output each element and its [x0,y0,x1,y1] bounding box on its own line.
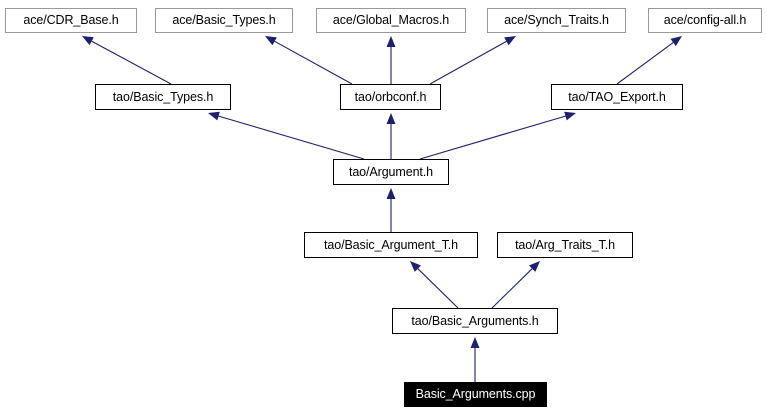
graph-edge-tao_basic_types-to-ace_cdr_base [82,36,172,85]
graph-edge-tao_tao_export-to-ace_config_all [616,36,682,85]
graph-edge-basic_args_cpp-to-tao_basic_args [470,337,480,382]
graph-edge-tao_basic_args-to-tao_arg_traits_t [491,261,540,309]
arrowhead-icon [528,261,540,272]
arrowhead-icon [670,36,682,47]
graph-node-basic_args_cpp: Basic_Arguments.cpp [404,382,547,407]
graph-edge-tao_argument-to-tao_tao_export [419,111,576,160]
arrowhead-icon [504,36,516,46]
arrowhead-icon [82,36,94,46]
arrowhead-icon [265,36,277,46]
arrowhead-icon [410,261,422,272]
graph-node-ace_synch_traits[interactable]: ace/Synch_Traits.h [487,8,626,33]
graph-node-tao_tao_export[interactable]: tao/TAO_Export.h [551,84,683,110]
graph-node-ace_basic_types[interactable]: ace/Basic_Types.h [155,8,293,33]
graph-node-ace_global_macros[interactable]: ace/Global_Macros.h [316,8,466,33]
graph-node-tao_basic_types[interactable]: tao/Basic_Types.h [95,84,231,110]
arrowhead-icon [564,111,576,121]
graph-edge-tao_basic_arg_t-to-tao_argument [386,188,396,232]
arrowhead-icon [386,113,396,124]
graph-edge-tao_orbconf-to-ace_global_macros [386,36,396,84]
graph-node-tao_orbconf[interactable]: tao/orbconf.h [340,84,441,110]
graph-node-ace_cdr_base[interactable]: ace/CDR_Base.h [5,8,137,33]
graph-edge-tao_argument-to-tao_orbconf [386,113,396,159]
arrowhead-icon [208,111,220,121]
graph-edge-tao_orbconf-to-ace_basic_types [265,36,353,85]
arrowhead-icon [470,337,480,348]
arrowhead-icon [386,36,396,47]
graph-edge-tao_orbconf-to-ace_synch_traits [429,36,516,85]
graph-node-tao_argument[interactable]: tao/Argument.h [333,159,449,185]
graph-node-tao_arg_traits_t[interactable]: tao/Arg_Traits_T.h [497,232,633,258]
graph-edge-tao_argument-to-tao_basic_types [208,111,365,160]
graph-node-tao_basic_args[interactable]: tao/Basic_Arguments.h [392,308,558,334]
graph-node-ace_config_all[interactable]: ace/config-all.h [648,8,762,33]
graph-node-tao_basic_arg_t[interactable]: tao/Basic_Argument_T.h [304,232,478,258]
arrowhead-icon [386,188,396,199]
graph-edge-tao_basic_args-to-tao_basic_arg_t [410,261,459,309]
